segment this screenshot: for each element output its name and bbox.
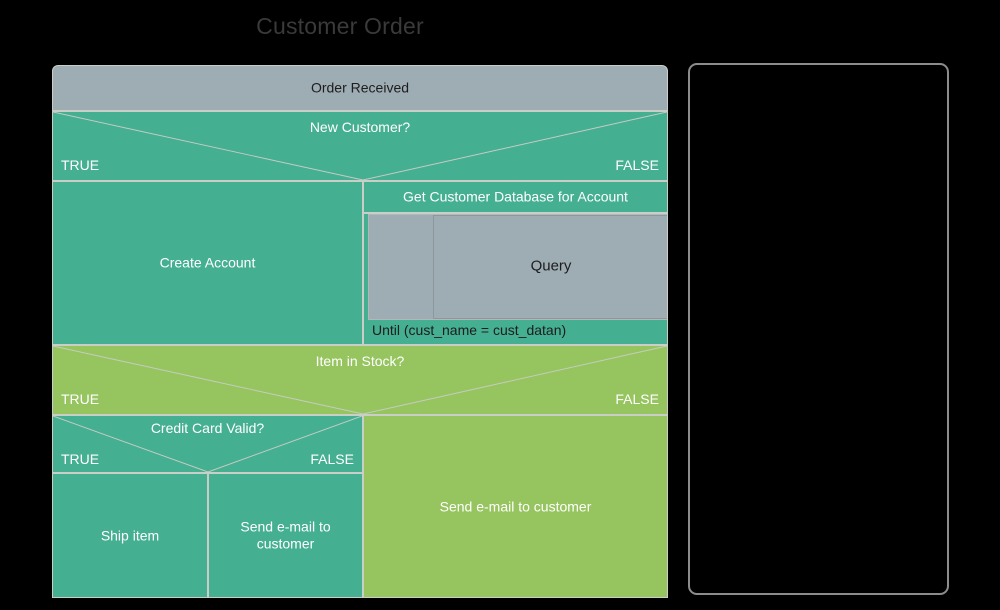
node-create-account-label: Create Account xyxy=(159,254,256,271)
node-send-email-out-of-stock[interactable]: Send e-mail to customer xyxy=(363,415,668,598)
branch-label-credit-card-true: TRUE xyxy=(61,450,100,467)
node-query-label: Query xyxy=(530,257,572,275)
node-send-email-credit-invalid-label: Send e-mail to customer xyxy=(240,518,331,552)
page-title: Customer Order xyxy=(256,13,424,39)
node-order-received-label: Order Received xyxy=(310,79,410,96)
node-get-customer-database-label: Get Customer Database for Account xyxy=(403,188,628,205)
node-send-email-out-of-stock-label: Send e-mail to customer xyxy=(439,497,592,514)
structogram-canvas[interactable]: Order Received New Customer? TRUE FALSE … xyxy=(52,65,668,598)
node-credit-card-valid-decision[interactable]: Credit Card Valid? TRUE FALSE xyxy=(52,415,363,473)
branch-label-credit-card-false: FALSE xyxy=(310,450,354,467)
node-order-received[interactable]: Order Received xyxy=(52,65,668,111)
node-item-in-stock-label: Item in Stock? xyxy=(315,353,405,369)
node-item-in-stock-decision[interactable]: Item in Stock? TRUE FALSE xyxy=(52,345,668,415)
loop-until-condition-label: Until (cust_name = cust_datan) xyxy=(372,321,567,338)
side-panel[interactable] xyxy=(688,63,949,595)
node-new-customer-label: New Customer? xyxy=(309,119,411,135)
branch-label-item-in-stock-true: TRUE xyxy=(61,390,100,407)
node-ship-item-label: Ship item xyxy=(100,526,160,543)
branch-label-new-customer-false: FALSE xyxy=(615,156,659,173)
node-get-customer-database[interactable]: Get Customer Database for Account xyxy=(363,181,668,213)
node-ship-item[interactable]: Ship item xyxy=(52,473,208,598)
branch-label-item-in-stock-false: FALSE xyxy=(615,390,659,407)
node-send-email-credit-invalid[interactable]: Send e-mail to customer xyxy=(208,473,363,598)
node-new-customer-decision[interactable]: New Customer? TRUE FALSE xyxy=(52,111,668,181)
node-credit-card-valid-label: Credit Card Valid? xyxy=(150,420,265,436)
branch-label-new-customer-true: TRUE xyxy=(61,156,100,173)
loop-do-until[interactable]: Query Until (cust_name = cust_datan) xyxy=(363,213,668,345)
node-create-account[interactable]: Create Account xyxy=(52,181,363,345)
node-query[interactable]: Query xyxy=(433,215,667,319)
